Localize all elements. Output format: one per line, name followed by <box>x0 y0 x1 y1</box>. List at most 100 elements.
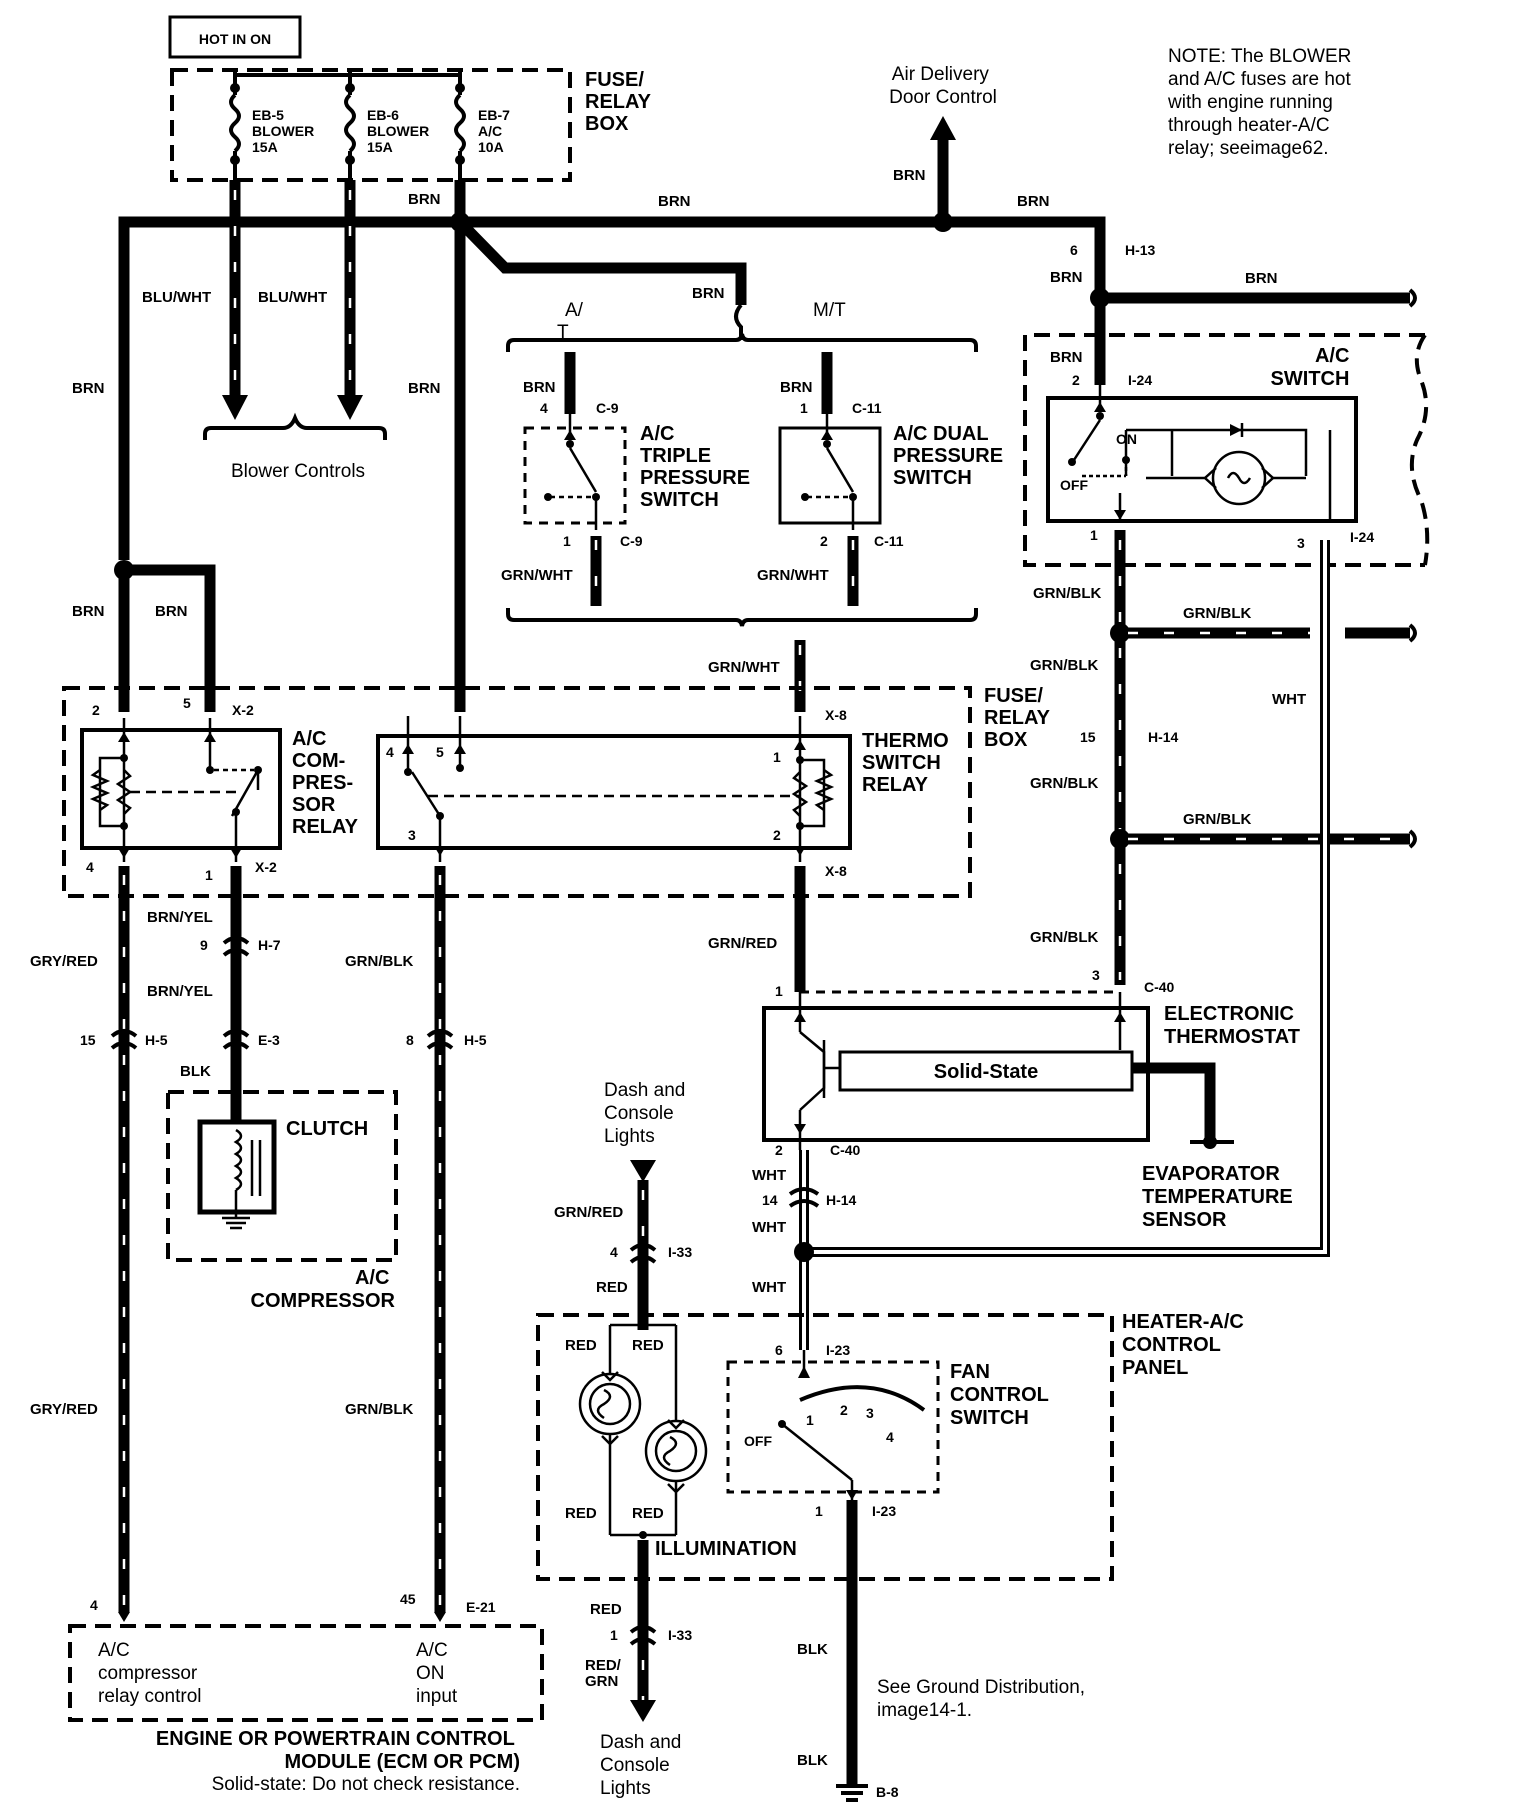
svg-text:WHT: WHT <box>752 1167 786 1184</box>
blower-feeds <box>203 180 387 440</box>
svg-text:15: 15 <box>80 1032 96 1048</box>
svg-text:1: 1 <box>806 1412 814 1428</box>
svg-text:ON: ON <box>1116 431 1137 447</box>
dual-pressure-switch <box>778 426 882 525</box>
heater-ac-control-panel <box>536 1313 1114 1581</box>
svg-text:3: 3 <box>408 827 416 843</box>
svg-text:GRN/BLK: GRN/BLK <box>345 953 413 970</box>
svg-text:2: 2 <box>773 827 781 843</box>
svg-text:RED: RED <box>596 1279 628 1296</box>
fuse-box-title-mid: FUSE/ RELAY BOX <box>984 685 1055 751</box>
svg-text:BRN/YEL: BRN/YEL <box>147 983 213 1000</box>
svg-text:BRN: BRN <box>780 379 813 396</box>
ac-switch-label: A/C SWITCH <box>1271 345 1355 390</box>
svg-text:OFF: OFF <box>744 1433 772 1449</box>
svg-text:I-24: I-24 <box>1350 529 1374 545</box>
svg-text:BRN: BRN <box>1050 349 1083 366</box>
svg-text:2: 2 <box>1072 372 1080 388</box>
svg-text:T: T <box>557 322 569 343</box>
switches-join-bracket <box>506 608 978 627</box>
ecm-note: Solid-state: Do not check resistance. <box>212 1774 520 1795</box>
svg-text:H-14: H-14 <box>1148 729 1179 745</box>
svg-text:5: 5 <box>436 744 444 760</box>
svg-text:2: 2 <box>840 1402 848 1418</box>
svg-text:BLK: BLK <box>797 1641 828 1658</box>
brn-bus <box>118 180 1106 712</box>
svg-text:WHT: WHT <box>1272 691 1306 708</box>
svg-text:H-13: H-13 <box>1125 242 1156 258</box>
ground-symbol <box>836 1784 868 1802</box>
svg-text:4: 4 <box>86 859 94 875</box>
svg-text:GRN/RED: GRN/RED <box>554 1204 623 1221</box>
svg-text:5: 5 <box>183 695 191 711</box>
svg-text:BLU/WHT: BLU/WHT <box>258 289 327 306</box>
control-panel-label: HEATER-A/C CONTROL PANEL <box>1122 1311 1249 1379</box>
svg-text:1: 1 <box>205 867 213 883</box>
hot-in-on-box <box>168 15 302 59</box>
svg-text:3: 3 <box>1297 535 1305 551</box>
triple-pressure-label: A/C TRIPLE PRESSURE SWITCH <box>640 423 756 511</box>
svg-text:1: 1 <box>815 1503 823 1519</box>
solid-state-block <box>838 1050 1134 1092</box>
svg-text:X-2: X-2 <box>232 702 254 718</box>
svg-text:4: 4 <box>886 1429 894 1445</box>
svg-text:GRN/BLK: GRN/BLK <box>1033 585 1101 602</box>
svg-text:BLK: BLK <box>797 1752 828 1769</box>
svg-text:GRN/BLK: GRN/BLK <box>1183 605 1251 622</box>
svg-text:RED: RED <box>565 1505 597 1522</box>
svg-text:C-40: C-40 <box>830 1142 861 1158</box>
svg-text:GRY/RED: GRY/RED <box>30 953 98 970</box>
svg-text:WHT: WHT <box>752 1219 786 1236</box>
svg-text:2: 2 <box>92 702 100 718</box>
clutch-label: CLUTCH <box>286 1118 368 1140</box>
ac-compressor-relay <box>80 728 282 850</box>
svg-text:C-11: C-11 <box>874 533 904 549</box>
svg-text:H-7: H-7 <box>258 937 281 953</box>
svg-text:C-9: C-9 <box>620 533 643 549</box>
dash-lights-bottom-label: Dash and Console Lights <box>600 1732 687 1799</box>
svg-text:I-23: I-23 <box>872 1503 896 1519</box>
svg-text:BLU/WHT: BLU/WHT <box>142 289 211 306</box>
dash-lights-bottom-arrow <box>630 1700 656 1722</box>
svg-text:WHT: WHT <box>752 1279 786 1296</box>
blower-controls-label: Blower Controls <box>231 461 365 482</box>
ac-compressor-relay-label: A/C COM- PRES- SOR RELAY <box>292 728 359 838</box>
svg-text:RED: RED <box>632 1505 664 1522</box>
svg-text:H-5: H-5 <box>464 1032 487 1048</box>
svg-text:1: 1 <box>610 1627 618 1643</box>
svg-text:GRN/BLK: GRN/BLK <box>1030 657 1098 674</box>
svg-text:BRN: BRN <box>1050 269 1083 286</box>
fuse-box-title-top: FUSE/ RELAY BOX <box>585 69 656 135</box>
svg-text:GRN/BLK: GRN/BLK <box>1030 775 1098 792</box>
svg-text:BRN: BRN <box>155 603 188 620</box>
evap-sensor-label: EVAPORATOR TEMPERATURE SENSOR <box>1142 1163 1298 1231</box>
svg-text:2: 2 <box>820 533 828 549</box>
ac-compressor <box>166 1090 398 1262</box>
trans-bracket <box>506 303 978 352</box>
svg-text:GRN/BLK: GRN/BLK <box>1030 929 1098 946</box>
svg-text:OFF: OFF <box>1060 477 1088 493</box>
svg-text:GRN/RED: GRN/RED <box>708 935 777 952</box>
fuse-relay-box-mid <box>62 686 972 898</box>
ecm-right-label: A/C ON input <box>416 1640 458 1707</box>
svg-text:4: 4 <box>386 744 394 760</box>
svg-text:6: 6 <box>1070 242 1078 258</box>
svg-text:BRN: BRN <box>893 167 926 184</box>
svg-text:RED: RED <box>632 1337 664 1354</box>
svg-text:8: 8 <box>406 1032 414 1048</box>
svg-text:1: 1 <box>1090 527 1098 543</box>
electronic-thermostat-label: ELECTRONIC THERMOSTAT <box>1164 1003 1300 1048</box>
thermo-switch-relay-label: THERMO SWITCH RELAY <box>862 730 954 796</box>
svg-text:M/T: M/T <box>813 300 846 321</box>
dash-lights-top-arrow <box>630 1160 656 1182</box>
svg-text:1: 1 <box>775 983 783 999</box>
evap-sensor-wire <box>1132 1062 1216 1140</box>
svg-text:BRN: BRN <box>72 603 105 620</box>
air-delivery-arrow <box>930 116 956 140</box>
ecm-pcm-module <box>68 1624 544 1722</box>
svg-text:4: 4 <box>610 1244 618 1260</box>
air-delivery-label: Air Delivery Door Control <box>889 64 997 108</box>
